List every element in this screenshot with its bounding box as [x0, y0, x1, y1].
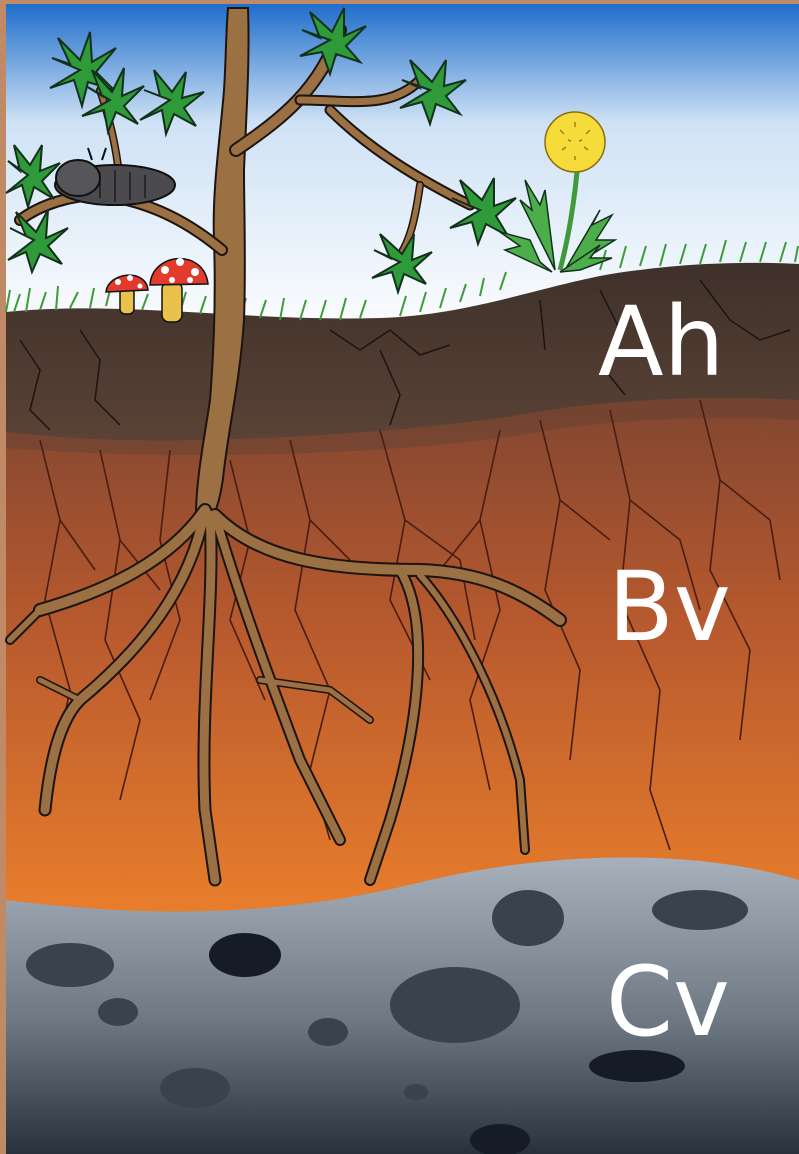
horizon-label-cv: Cv	[606, 946, 730, 1058]
horizon-label-bv: Bv	[608, 551, 731, 663]
horizon-label-ah: Ah	[598, 286, 725, 398]
